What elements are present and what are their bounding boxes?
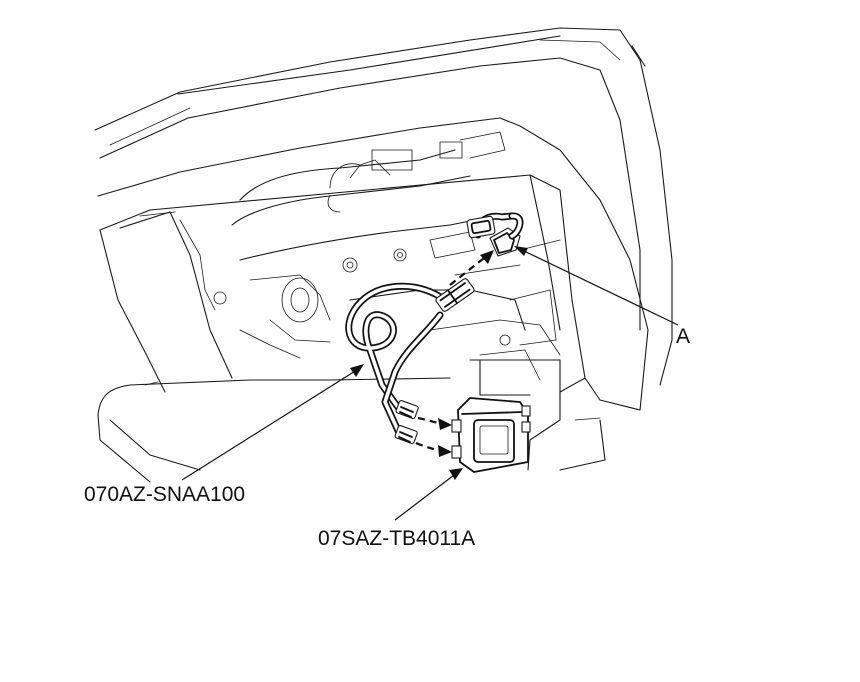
harness-part-number-label: 070AZ-SNAA100 [84, 483, 246, 506]
test-box [451, 397, 531, 473]
connector-a [466, 212, 524, 257]
dashboard-shell [94, 27, 673, 386]
lower-console [97, 329, 649, 483]
harness-plug-upper [395, 400, 419, 420]
diagnostic-harness [345, 278, 475, 445]
unit-part-number-label: 07SAZ-TB4011A [318, 527, 476, 550]
upper-duct [179, 131, 506, 359]
glovebox-opening [99, 174, 586, 393]
harness-plug-lower [394, 425, 418, 445]
lower-interior [349, 239, 561, 381]
leader-lines [181, 246, 679, 521]
connector-a-label: A [676, 325, 691, 348]
connection-arrows [415, 250, 494, 457]
